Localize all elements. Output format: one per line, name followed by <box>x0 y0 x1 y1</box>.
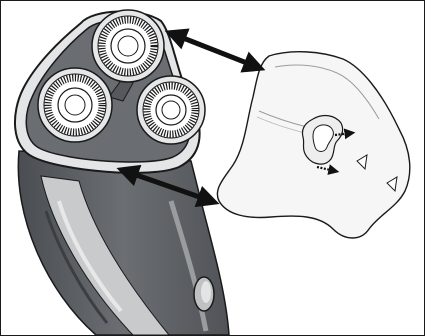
shaving-head-top <box>92 10 164 82</box>
shaving-head-left <box>38 68 112 142</box>
shaver-body <box>18 151 229 335</box>
shaving-head-right <box>137 76 205 144</box>
protection-cap <box>217 52 409 238</box>
attach-remove-arrow-icon <box>173 34 257 67</box>
